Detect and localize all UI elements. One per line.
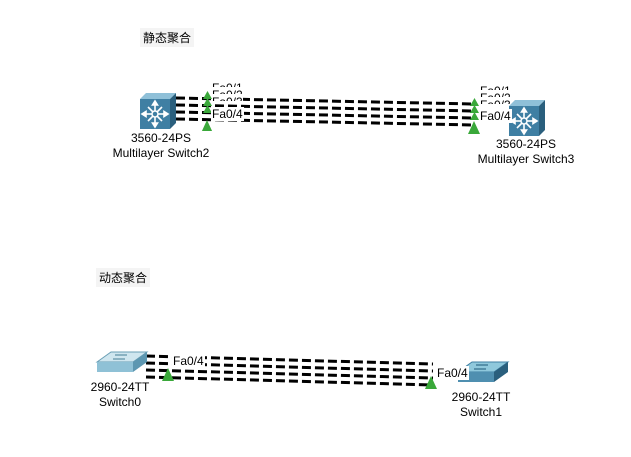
access-switch-icon[interactable] [95, 351, 149, 372]
port-label-switch3-fa0-4: Fa0/4 [479, 109, 512, 123]
static-link-bundle[interactable] [175, 96, 475, 127]
link-up-indicator [203, 91, 212, 99]
link-up-indicator [203, 105, 212, 113]
dynamic-link-indicators [162, 368, 437, 389]
device-label-multilayer-switch2[interactable]: 3560-24PS Multilayer Switch2 [105, 131, 217, 161]
device-name: Multilayer Switch3 [477, 152, 575, 166]
link-up-indicator [201, 120, 213, 133]
link-up-indicator [470, 112, 479, 120]
static-link-1[interactable] [175, 96, 475, 106]
static-left-link-indicators [201, 91, 213, 133]
multilayer-switch-icon[interactable] [140, 93, 176, 129]
device-model: 2960-24TT [90, 380, 150, 394]
device-label-switch0[interactable]: 2960-24TT Switch0 [85, 380, 155, 410]
port-label-ghost: Fa0/1 [480, 84, 511, 90]
device-label-multilayer-switch3[interactable]: 3560-24PS Multilayer Switch3 [470, 137, 582, 167]
port-label-ghost: Fa0/3 [212, 95, 243, 101]
port-label-ghost: Fa0/2 [480, 91, 511, 97]
static-aggregation-title: 静态聚合 [140, 28, 195, 47]
static-right-link-indicators [468, 98, 480, 134]
port-label-switch1-fa0-4: Fa0/4 [436, 366, 469, 380]
device-name: Switch0 [98, 395, 142, 409]
device-name: Switch1 [459, 405, 503, 419]
link-up-indicator [203, 98, 212, 106]
port-label-ghost: Fa0/3 [480, 98, 511, 104]
port-label-switch0-fa0-4: Fa0/4 [172, 354, 205, 368]
port-label-ghost: Fa0/2 [212, 88, 243, 94]
device-label-switch1[interactable]: 2960-24TT Switch1 [446, 390, 516, 420]
dynamic-link-3[interactable] [145, 368, 434, 380]
dynamic-link-4[interactable] [145, 375, 434, 387]
multilayer-switch-icon[interactable] [509, 100, 545, 136]
link-up-indicator [425, 376, 437, 389]
link-up-indicator [470, 105, 479, 113]
link-up-indicator [162, 368, 174, 381]
device-model: 3560-24PS [130, 131, 192, 145]
device-model: 3560-24PS [495, 137, 557, 151]
dynamic-aggregation-title: 动态聚合 [96, 268, 151, 287]
link-up-indicator [470, 98, 479, 106]
static-link-4[interactable] [175, 117, 475, 127]
static-link-2[interactable] [175, 103, 475, 113]
dynamic-link-bundle[interactable] [145, 354, 434, 387]
access-switch-icon[interactable] [456, 361, 510, 382]
static-link-3[interactable] [175, 110, 475, 120]
device-name: Multilayer Switch2 [112, 146, 210, 160]
port-label-ghost: Fa0/1 [212, 81, 243, 87]
device-model: 2960-24TT [451, 390, 511, 404]
link-up-indicator [468, 121, 480, 134]
port-label-switch2-fa0-4: Fa0/4 [211, 107, 244, 121]
